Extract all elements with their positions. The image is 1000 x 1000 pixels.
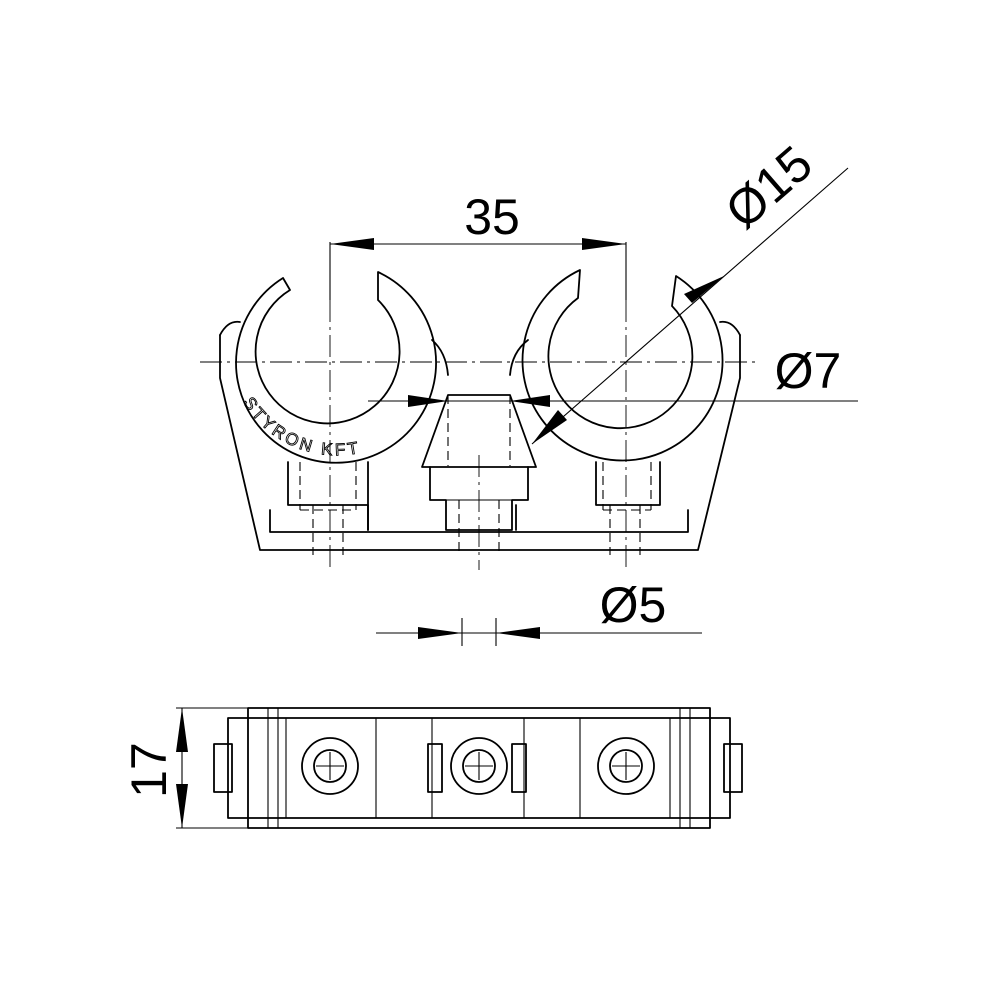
dimension-17-label: 17 [121, 742, 177, 798]
left-ring-clip [235, 271, 437, 464]
dimension-diameter-5: Ø5 [376, 577, 702, 646]
dimension-17: 17 [121, 707, 248, 829]
side-tabs [213, 743, 743, 793]
mounting-hole-left [301, 737, 359, 795]
front-view: STYRON KFT [200, 269, 760, 570]
right-ring-clip [521, 269, 724, 462]
top-view [213, 707, 743, 829]
dimension-diameter-15-label: Ø15 [715, 135, 823, 239]
clip-body [219, 320, 741, 551]
center-lines [200, 300, 760, 570]
dimension-35: 35 [329, 189, 627, 300]
mounting-hole-right [597, 737, 655, 795]
hidden-lines [299, 395, 652, 555]
mounting-hole-center [450, 737, 508, 795]
dimension-diameter-5-label: Ø5 [600, 577, 667, 633]
dimension-35-label: 35 [464, 189, 520, 245]
dimension-diameter-7-label: Ø7 [775, 343, 842, 399]
manufacturer-stamp: STYRON KFT [239, 394, 362, 460]
dimension-diameter-7: Ø7 [368, 343, 858, 407]
